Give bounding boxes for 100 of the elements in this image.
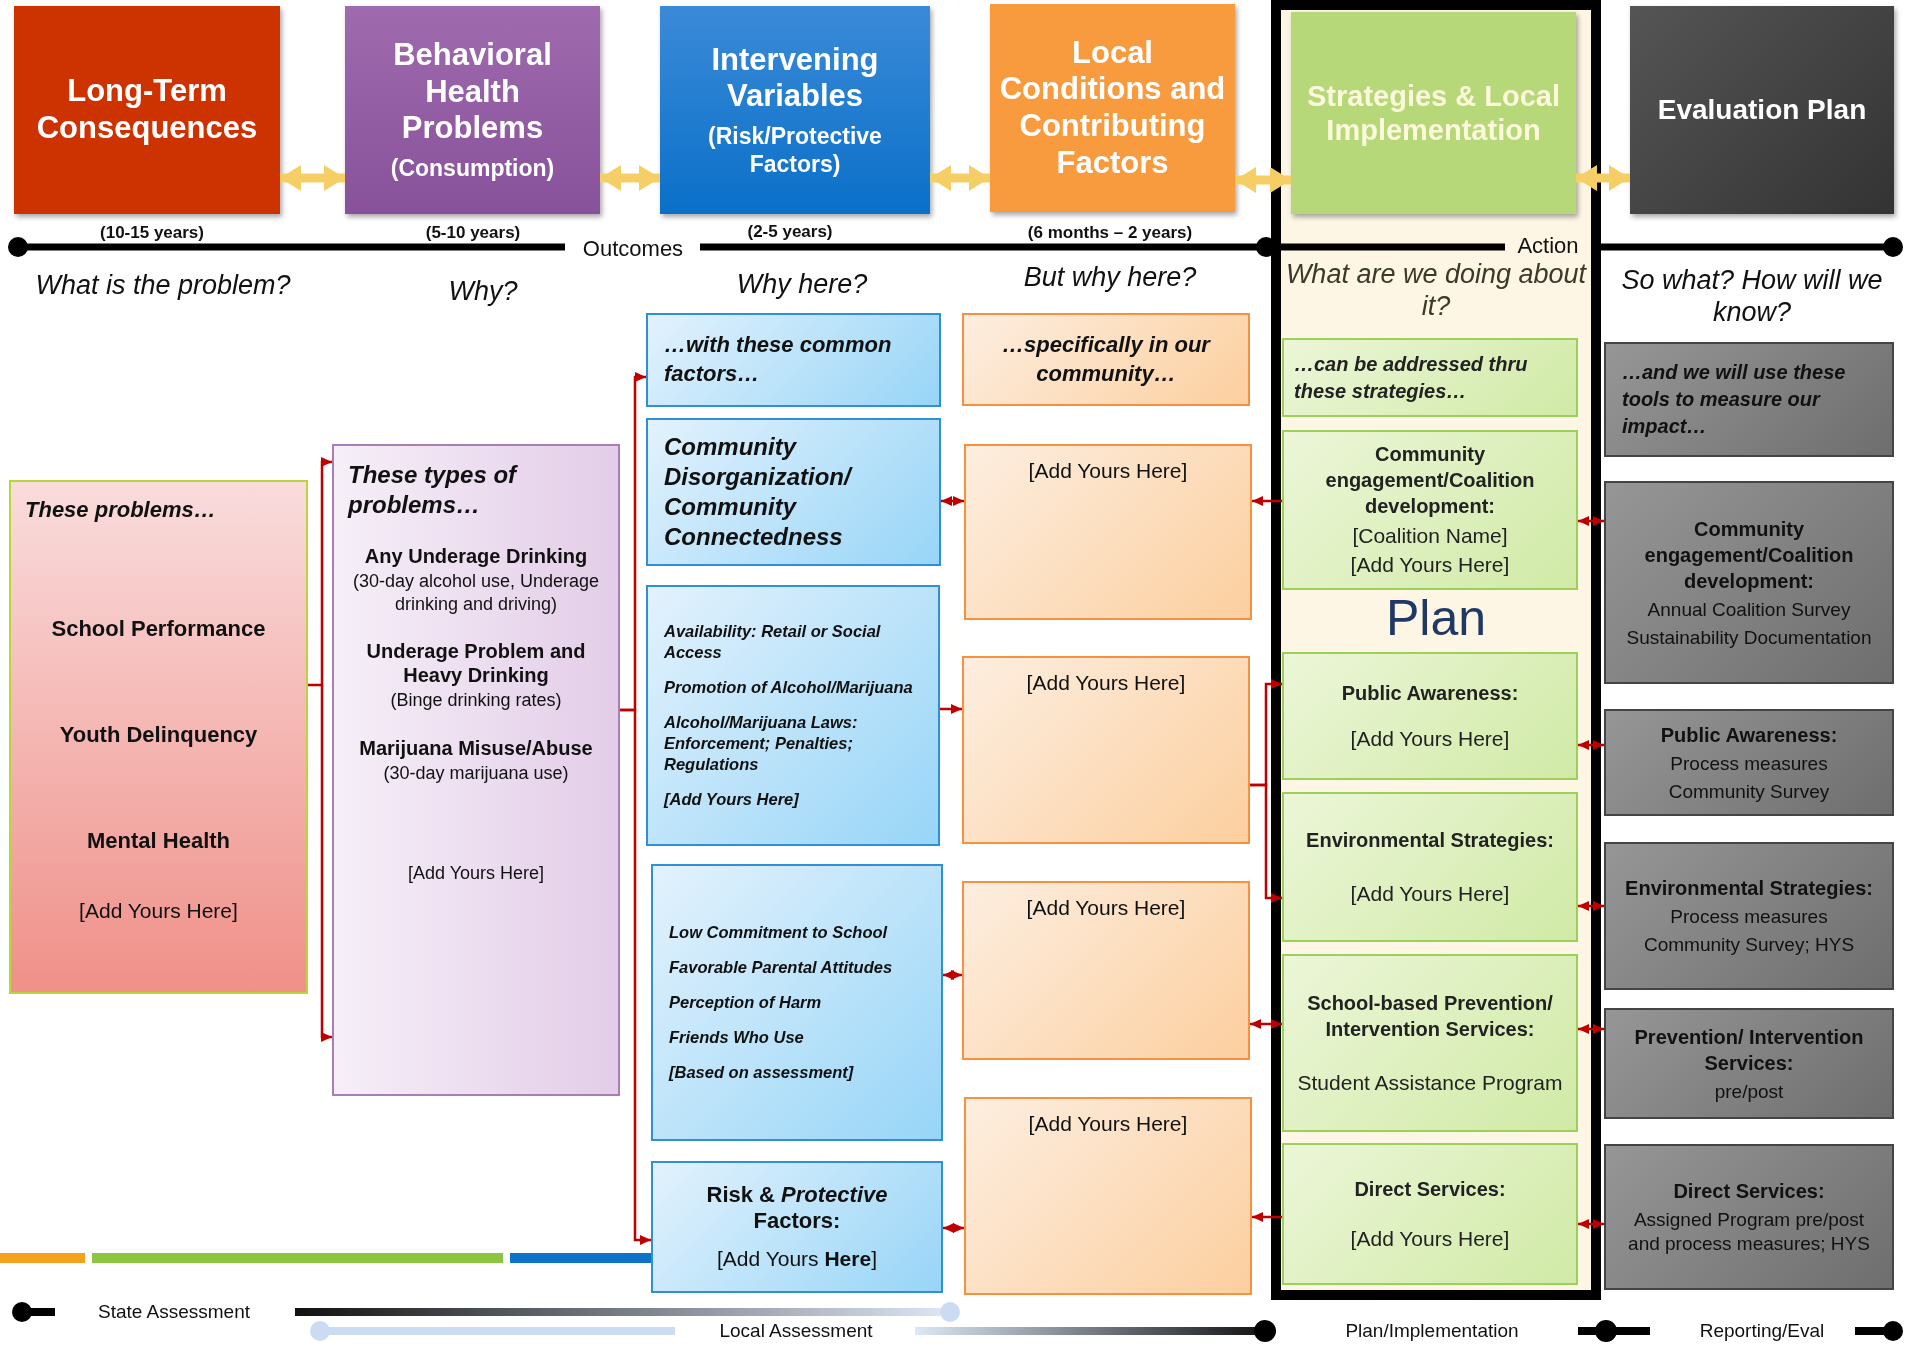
box-text: Favorable Parental Attitudes — [669, 956, 894, 978]
box-text: Sustainability Documentation — [1625, 625, 1873, 650]
box-heading: Low Commitment to School — [669, 921, 889, 943]
box-text: Friends Who Use — [669, 1027, 805, 1049]
box-text: …with these common factors… — [664, 331, 893, 388]
box-text: (Binge drinking rates) — [389, 689, 563, 712]
phase-label: Local Assessment — [719, 1320, 873, 1342]
double-arrow — [1235, 169, 1291, 191]
stage-header — [660, 6, 930, 214]
box-text: pre/post — [1713, 1079, 1785, 1104]
question-text: Why here? — [736, 268, 868, 300]
strategy-box — [1282, 1143, 1578, 1285]
stage-header — [1630, 6, 1894, 214]
box-text: Marijuana Misuse/Abuse — [358, 735, 594, 760]
box-text: …and we will use these tools to measure our impact… — [1622, 360, 1847, 439]
box-text: …can be addressed thru these strategies… — [1294, 351, 1529, 404]
box-text: Community Disorganization/ Community Connectedness — [664, 432, 854, 552]
factor-box — [651, 864, 943, 1141]
box-heading: School-based Prevention/ Intervention Services: — [1306, 990, 1554, 1042]
box-text: [Add Yours Here] — [716, 1245, 878, 1272]
box-text: [Add Yours Here] — [78, 898, 239, 924]
box-text: Strategies & Local Implementation — [1306, 78, 1561, 148]
box-text: Community Survey; HYS — [1642, 933, 1856, 957]
box-text: Any Underage Drinking — [363, 544, 589, 568]
phase-label: State Assessment — [97, 1301, 251, 1323]
double-arrow — [280, 167, 345, 189]
connector-arrow — [1578, 740, 1604, 750]
box-heading: Direct Services: — [1353, 1176, 1507, 1202]
local-condition-box — [962, 656, 1250, 844]
box-text: Annual Coalition Survey — [1646, 597, 1852, 622]
box-heading: Public Awareness: — [1659, 722, 1839, 748]
stage-header — [345, 6, 600, 214]
box-text: [Add Yours Here] — [1349, 725, 1511, 752]
phase-label: Plan/Implementation — [1345, 1320, 1519, 1342]
question-text: Why? — [448, 275, 518, 307]
box-text: Plan — [1384, 592, 1488, 645]
strategy-box — [1282, 652, 1578, 780]
box-heading: Environmental Strategies: — [1305, 828, 1555, 854]
connector-arrow — [943, 970, 962, 980]
box-text: [Based on assessment] — [669, 1062, 855, 1084]
question-text: So what? How will we know? — [1620, 263, 1884, 329]
box-heading: Community engagement/Coalition development: — [1324, 442, 1536, 520]
local-condition-box — [962, 313, 1250, 406]
duration-label: (6 months – 2 years) — [1027, 223, 1193, 243]
box-heading: Behavioral Health Problems — [392, 37, 553, 148]
phase-label: Reporting/Eval — [1699, 1320, 1825, 1342]
connector-arrow — [1252, 1212, 1282, 1222]
problem-box — [9, 480, 308, 994]
connector-arrow — [941, 496, 964, 506]
double-arrow — [600, 167, 660, 189]
double-arrow — [930, 167, 990, 189]
box-heading: These types of problems… — [348, 460, 519, 520]
connector-arrow — [1578, 516, 1604, 526]
strategy-box — [1282, 338, 1578, 417]
strategy-box — [1282, 430, 1578, 590]
box-text: Local Conditions and Contributing Factors — [998, 34, 1227, 182]
local-condition-box — [964, 444, 1252, 620]
connector-arrow — [943, 1223, 964, 1233]
box-text: Perception of Harm — [669, 991, 823, 1013]
box-text: [Add Yours Here] — [1349, 880, 1511, 907]
evaluation-box — [1604, 342, 1894, 457]
connector-arrow — [620, 708, 651, 1245]
box-heading: What are we doing about it? — [1284, 258, 1588, 323]
box-text: Long-Term Consequences — [35, 73, 259, 147]
evaluation-box — [1604, 1008, 1894, 1119]
factor-box — [646, 313, 941, 407]
box-text: [Add Yours Here] — [406, 862, 546, 885]
box-text: Promotion of Alcohol/Marijuana — [664, 676, 914, 698]
evaluation-box — [1604, 481, 1894, 684]
timeline-label: Action — [1517, 233, 1579, 259]
stage-header — [990, 4, 1235, 212]
factor-box — [651, 1161, 943, 1293]
box-text: Youth Delinquency — [58, 722, 259, 749]
stage-header — [14, 6, 280, 214]
box-text: (Risk/Protective Factors) — [707, 123, 883, 179]
box-text: Student Assistance Program — [1296, 1069, 1564, 1096]
box-text: …specifically in our community… — [1001, 330, 1212, 388]
question-text: What is the problem? — [35, 269, 291, 301]
duration-label: (10-15 years) — [100, 223, 204, 243]
box-heading: Community engagement/Coalition development: — [1643, 516, 1855, 594]
box-text: Alcohol/Marijuana Laws: Enforcement; Penalties; Regulations — [664, 711, 859, 776]
connector-arrow — [940, 704, 962, 714]
timeline-label: Outcomes — [582, 236, 684, 262]
box-text: (30-day alcohol use, Underage drinking and driving) — [351, 570, 601, 615]
box-text: School Performance — [50, 616, 267, 643]
plan-column-panel — [1271, 0, 1601, 1300]
question-text: But why here? — [1023, 261, 1197, 293]
strategy-box — [1282, 954, 1578, 1132]
box-heading: Intervening Variables — [710, 41, 880, 115]
connector-arrow — [1250, 783, 1282, 903]
evaluation-box — [1604, 709, 1894, 816]
connector-arrow — [1578, 901, 1604, 911]
box-text: [Add Yours Here] — [1025, 670, 1187, 696]
box-heading: Environmental Strategies: — [1624, 876, 1874, 902]
box-text: [Add Yours Here] — [1349, 1226, 1511, 1253]
box-text: Evaluation Plan — [1657, 93, 1867, 127]
factor-box — [646, 418, 941, 566]
box-text: [Add Yours Here] — [1027, 1111, 1189, 1137]
stage-header — [1291, 12, 1576, 214]
box-text: Community Survey — [1667, 779, 1831, 804]
